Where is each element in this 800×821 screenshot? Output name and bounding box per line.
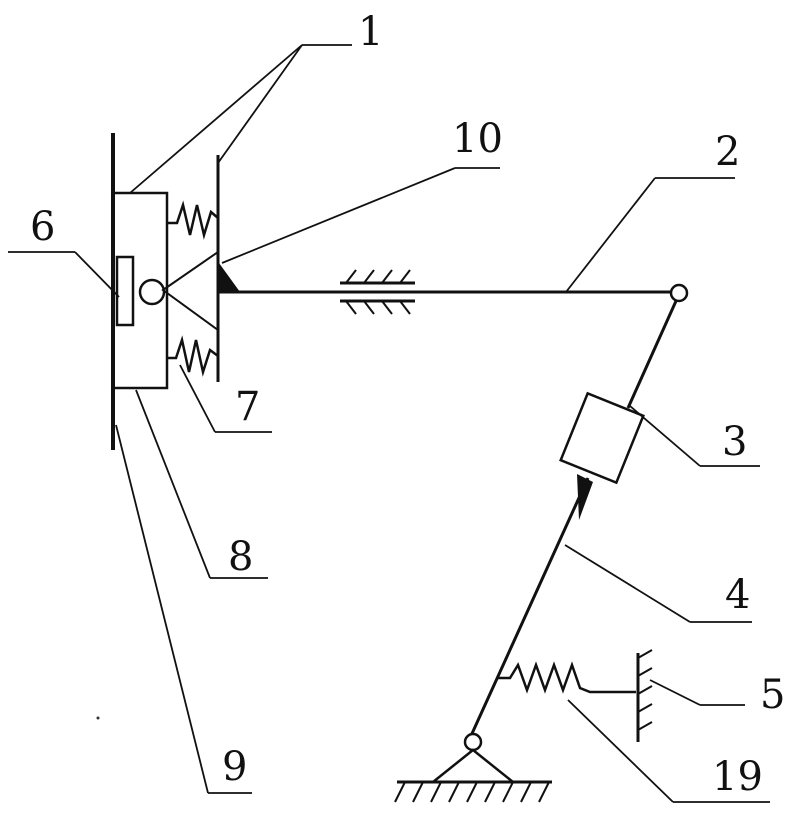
cone-wedge (161, 250, 219, 332)
lower-link (468, 477, 590, 739)
slider-wedge (577, 474, 593, 520)
upper-link (626, 300, 678, 409)
label-1: 1 (358, 9, 383, 55)
sensor-block (115, 255, 135, 327)
label-6: 6 (30, 204, 55, 250)
label-4: 4 (725, 572, 750, 618)
ground-hatch (394, 780, 552, 803)
upper-spring (167, 200, 219, 240)
label-8: 8 (228, 534, 253, 580)
label-10: 10 (452, 116, 503, 162)
return-spring (498, 661, 636, 694)
label-5: 5 (760, 672, 785, 718)
weld-triangle (219, 263, 240, 292)
rod-end-pivot (669, 283, 689, 303)
label-3: 3 (722, 419, 747, 465)
label-7: 7 (235, 384, 260, 430)
sliding-guide (340, 269, 415, 315)
stray-dot (96, 716, 100, 720)
label-9: 9 (222, 744, 247, 790)
leader-lines (8, 44, 770, 803)
spring-wall (636, 649, 653, 742)
lower-spring (167, 335, 219, 377)
slider-block (559, 391, 645, 485)
ball-joint (138, 278, 166, 306)
label-2: 2 (715, 129, 740, 175)
label-19: 19 (712, 754, 763, 800)
ground-support (429, 748, 517, 784)
ground-pivot (463, 732, 483, 752)
